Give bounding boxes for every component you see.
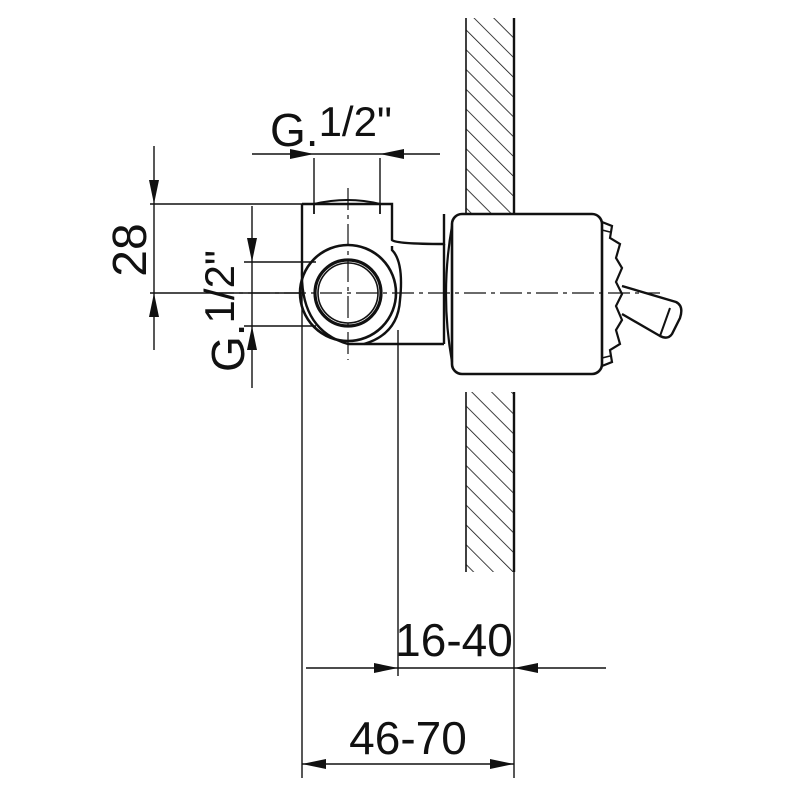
wall-hatch-top [466, 18, 514, 214]
knurled-ring [601, 220, 624, 368]
stem-lever [621, 284, 683, 339]
dimension-labels: G.1/2" 28 G.1/2" 16-40 46-70 [104, 98, 513, 764]
top-thread-label: G.1/2" [270, 98, 392, 156]
wall-range-label: 16-40 [395, 614, 513, 666]
total-range-label: 46-70 [349, 712, 467, 764]
wall-hatch-bottom [466, 392, 514, 572]
valve-body [298, 199, 446, 346]
dimension-lines [149, 146, 606, 769]
extension-lines [150, 158, 515, 778]
side-thread-label: G.1/2" [196, 250, 254, 372]
cartridge-body [450, 212, 604, 376]
cartridge [444, 212, 683, 376]
height-label: 28 [104, 223, 157, 276]
wall [465, 18, 516, 572]
